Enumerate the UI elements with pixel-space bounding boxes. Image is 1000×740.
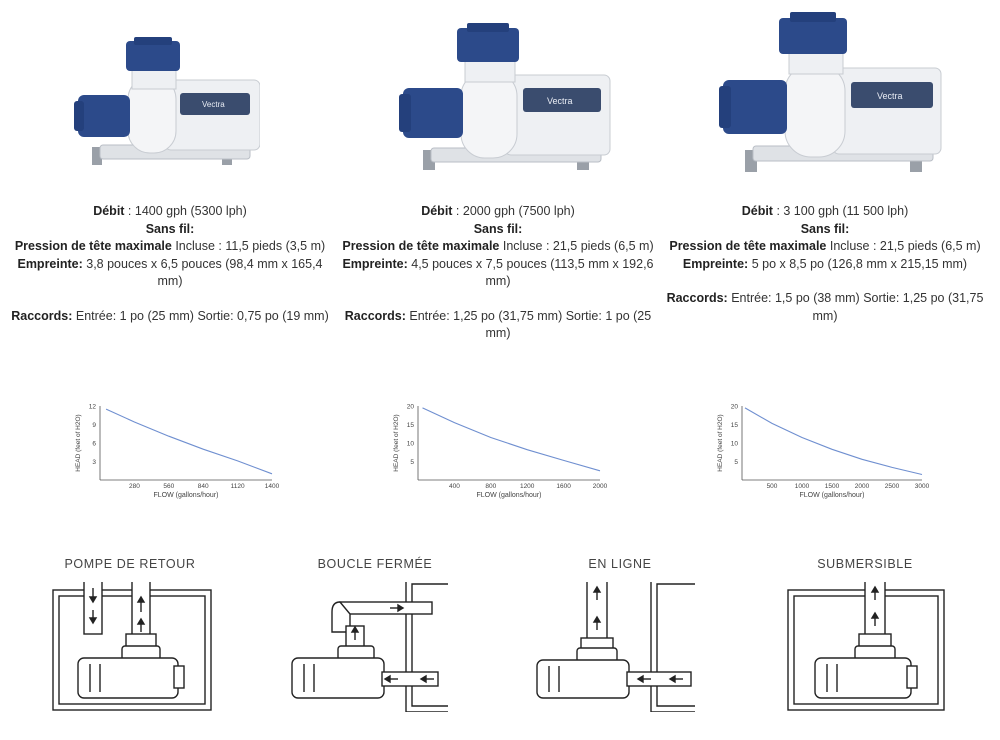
x-axis-label: FLOW (gallons/hour): [800, 492, 865, 499]
performance-curve: [744, 407, 923, 476]
pump-image-medium: Vectra: [399, 23, 611, 170]
debit-value: : 1400 gph (5300 lph): [124, 204, 247, 218]
footprint-label: Empreinte:: [342, 256, 408, 271]
y-tick-label: 3: [92, 459, 96, 466]
diagram-submersible: [787, 582, 945, 711]
pump-brand-label: Vectra: [547, 96, 573, 106]
fittings-value: Entrée: 1,25 po (31,75 mm) Sortie: 1 po …: [405, 308, 652, 341]
x-tick-label: 1600: [556, 483, 571, 490]
footprint-value: 4,5 pouces x 7,5 pouces (113,5 mm x 192,…: [407, 256, 654, 289]
wireless-line: Sans fil:: [5, 221, 335, 239]
footprint-label: Empreinte:: [17, 256, 83, 271]
debit-value: : 3 100 gph (11 500 lph): [772, 204, 909, 218]
spec-block-large: Débit : 3 100 gph (11 500 lph) Sans fil:…: [660, 203, 990, 325]
y-tick-label: 12: [89, 404, 97, 411]
wireless-line: Sans fil:: [333, 221, 663, 239]
x-tick-label: 400: [449, 483, 460, 490]
wireless-label: Sans fil:: [145, 221, 195, 236]
performance-curve: [422, 407, 601, 472]
pressure-label: Pression de tête maximale: [669, 239, 827, 253]
debit-value: : 2000 gph (7500 lph): [452, 204, 575, 218]
wireless-label: Sans fil:: [473, 221, 523, 236]
x-tick-label: 280: [129, 483, 140, 490]
y-tick-label: 15: [731, 422, 739, 429]
x-tick-label: 500: [767, 483, 778, 490]
debit-label: Débit: [93, 204, 125, 218]
debit-line: Débit : 1400 gph (5300 lph): [5, 203, 335, 221]
pressure-value: Incluse : 21,5 pieds (6,5 m): [826, 239, 981, 253]
diagram-title-inline: EN LIGNE: [588, 557, 652, 571]
y-tick-label: 10: [407, 441, 415, 448]
y-axis-label: HEAD (feet of H2O): [75, 414, 82, 471]
x-tick-label: 1400: [265, 483, 280, 490]
fittings-label: Raccords:: [11, 308, 73, 323]
y-axis-label: HEAD (feet of H2O): [717, 414, 724, 471]
debit-line: Débit : 3 100 gph (11 500 lph): [660, 203, 990, 221]
x-tick-label: 1120: [231, 483, 245, 490]
diagram-closed-loop: [291, 582, 448, 712]
pump-image-large: Vectra: [719, 12, 942, 172]
fittings-label: Raccords:: [344, 308, 406, 323]
y-tick-label: 20: [407, 404, 415, 411]
y-tick-label: 15: [407, 422, 415, 429]
fittings-line: Raccords: Entrée: 1,25 po (31,75 mm) Sor…: [333, 308, 663, 343]
fittings-value: Entrée: 1,5 po (38 mm) Sortie: 1,25 po (…: [727, 291, 984, 323]
diagram-title-return: POMPE DE RETOUR: [64, 557, 196, 571]
y-tick-label: 5: [410, 459, 414, 466]
y-axis-label: HEAD (feet of H2O): [393, 414, 400, 471]
pump-image-small: Vectra: [74, 37, 260, 165]
diagram-title-closed-loop: BOUCLE FERMÉE: [317, 557, 433, 571]
y-tick-label: 10: [731, 441, 739, 448]
diagram-return-pump: [52, 582, 212, 711]
fittings-line: Raccords: Entrée: 1 po (25 mm) Sortie: 0…: [5, 308, 335, 326]
spec-block-small: Débit : 1400 gph (5300 lph) Sans fil: Pr…: [5, 203, 335, 325]
x-axis-label: FLOW (gallons/hour): [154, 492, 219, 499]
footprint-value: 5 po x 8,5 po (126,8 mm x 215,15 mm): [748, 256, 968, 271]
x-tick-label: 2500: [885, 483, 900, 490]
x-tick-label: 1200: [520, 483, 535, 490]
debit-label: Débit: [741, 204, 773, 218]
spec-block-medium: Débit : 2000 gph (7500 lph) Sans fil: Pr…: [333, 203, 663, 343]
x-axis-label: FLOW (gallons/hour): [477, 492, 542, 499]
pressure-line: Pression de tête maximale Incluse : 21,5…: [660, 238, 990, 256]
pressure-label: Pression de tête maximale: [14, 239, 172, 253]
x-tick-label: 560: [163, 483, 174, 490]
diagram-title-submersible: SUBMERSIBLE: [817, 557, 913, 571]
footprint-label: Empreinte:: [682, 256, 749, 271]
y-tick-label: 20: [731, 404, 739, 411]
footprint-value: 3,8 pouces x 6,5 pouces (98,4 mm x 165,4…: [82, 256, 323, 289]
performance-curve: [105, 408, 273, 475]
x-tick-label: 1000: [795, 483, 810, 490]
footprint-line: Empreinte: 5 po x 8,5 po (126,8 mm x 215…: [660, 256, 990, 274]
x-tick-label: 2000: [593, 483, 608, 490]
fittings-value: Entrée: 1 po (25 mm) Sortie: 0,75 po (19…: [72, 308, 329, 323]
x-tick-label: 800: [485, 483, 496, 490]
debit-line: Débit : 2000 gph (7500 lph): [333, 203, 663, 221]
footprint-line: Empreinte: 3,8 pouces x 6,5 pouces (98,4…: [5, 256, 335, 291]
y-tick-label: 9: [92, 422, 96, 429]
footprint-line: Empreinte: 4,5 pouces x 7,5 pouces (113,…: [333, 256, 663, 291]
pressure-value: Incluse : 11,5 pieds (3,5 m): [171, 239, 326, 253]
pump-brand-label: Vectra: [877, 91, 903, 101]
x-tick-label: 840: [198, 483, 209, 490]
fittings-label: Raccords:: [666, 291, 728, 305]
x-tick-label: 1500: [825, 483, 840, 490]
fittings-line: Raccords: Entrée: 1,5 po (38 mm) Sortie:…: [660, 290, 990, 325]
wireless-label: Sans fil:: [800, 221, 850, 236]
diagram-inline: [536, 582, 695, 712]
debit-label: Débit: [421, 204, 453, 218]
y-tick-label: 6: [92, 441, 96, 448]
pump-brand-label: Vectra: [202, 100, 225, 109]
pressure-line: Pression de tête maximale Incluse : 11,5…: [5, 238, 335, 256]
pressure-label: Pression de tête maximale: [342, 239, 500, 253]
y-tick-label: 5: [734, 459, 738, 466]
pressure-value: Incluse : 21,5 pieds (6,5 m): [499, 239, 654, 253]
wireless-line: Sans fil:: [660, 221, 990, 239]
pressure-line: Pression de tête maximale Incluse : 21,5…: [333, 238, 663, 256]
x-tick-label: 3000: [915, 483, 930, 490]
x-tick-label: 2000: [855, 483, 870, 490]
